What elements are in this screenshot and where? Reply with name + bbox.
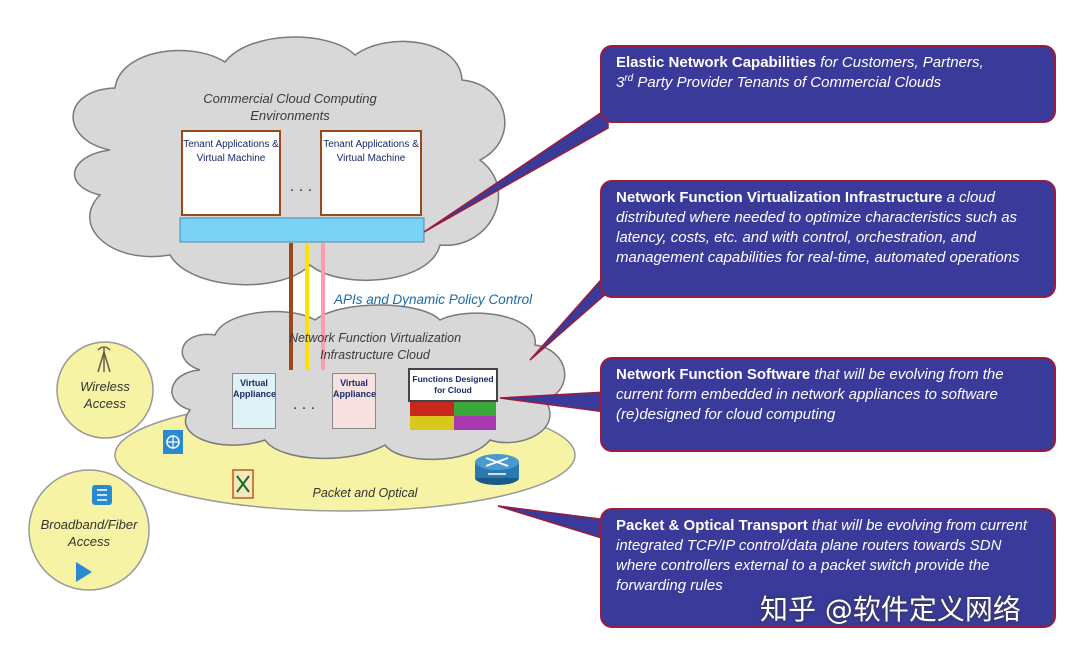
- appliance-ellipsis: . . .: [292, 396, 316, 413]
- commercial-cloud-label: Commercial Cloud Computing Environments: [203, 91, 377, 123]
- function-square-red-2: [432, 402, 454, 416]
- antenna-icon: [97, 346, 111, 373]
- packet-optical-label: Packet and Optical: [312, 486, 418, 500]
- callout-elastic-capabilities: Elastic Network Capabilities for Custome…: [600, 45, 1056, 123]
- broadband-icon: [92, 485, 112, 505]
- tenant-box-1: Tenant Applications & Virtual Machine: [181, 130, 281, 216]
- functions-designed-for-cloud: Functions Designed for Cloud: [408, 368, 498, 402]
- callout-transport-italic: that will be evolving from current integ…: [616, 517, 1027, 594]
- tenant-box-2-label: Tenant Applications & Virtual Machine: [323, 139, 419, 164]
- wireless-access-label: Wireless Access: [80, 379, 130, 411]
- virtual-appliance-2: Virtual Appliance: [332, 373, 376, 429]
- broadband-access-label: Broadband/Fiber Access: [40, 517, 138, 549]
- callout-nfvi-bold: Network Function Virtualization Infrastr…: [616, 189, 943, 206]
- api-label: APIs and Dynamic Policy Control: [334, 292, 533, 307]
- function-square-yellow-2: [432, 416, 454, 430]
- function-square-green-2: [476, 402, 496, 416]
- callout-transport-bold: Packet & Optical Transport: [616, 517, 808, 534]
- optical-crossconnect-icon: [232, 469, 254, 499]
- callout-packet-optical-transport: Packet & Optical Transport that will be …: [600, 508, 1056, 628]
- broadband-access-circle: [28, 469, 150, 591]
- wireless-access-circle: [56, 341, 154, 439]
- router-icon: [475, 454, 519, 485]
- callout-pointer-transport: [497, 505, 609, 542]
- virtual-appliance-1: Virtual Appliance: [232, 373, 276, 429]
- callout-network-function-software: Network Function Software that will be e…: [600, 357, 1056, 452]
- virtualization-bar: [179, 217, 425, 243]
- commercial-cloud-shape: [72, 36, 506, 286]
- virtual-appliance-2-label: Virtual Appliance: [333, 378, 377, 399]
- watermark: 知乎 @软件定义网络: [760, 593, 1021, 626]
- callout-pointer-nfvi: [529, 270, 609, 361]
- function-square-purple: [454, 416, 476, 430]
- arrow-icon: [76, 562, 92, 582]
- callout-nfvi-italic: a cloud distributed where needed to opti…: [616, 189, 1020, 266]
- function-square-green: [454, 402, 476, 416]
- tenant-box-2: Tenant Applications & Virtual Machine: [320, 130, 422, 216]
- callout-nfs-bold: Network Function Software: [616, 366, 811, 383]
- virtual-appliance-1-label: Virtual Appliance: [233, 378, 277, 399]
- callout-elastic-sup: rd: [624, 73, 634, 84]
- functions-designed-label: Functions Designed for Cloud: [412, 374, 494, 395]
- function-square-red: [410, 402, 432, 416]
- tenant-box-1-label: Tenant Applications & Virtual Machine: [183, 139, 279, 164]
- callout-elastic-italic-2: Party Provider Tenants of Commercial Clo…: [633, 74, 942, 91]
- callout-elastic-italic-1: for Customers, Partners,: [816, 54, 984, 71]
- callout-elastic-prefix: 3: [616, 74, 625, 91]
- tenant-ellipsis: . . .: [289, 178, 313, 195]
- nfv-cloud-label: Network Function Virtualization Infrastr…: [288, 331, 462, 362]
- switch-icon: [163, 430, 183, 454]
- callout-nfs-italic: that will be evolving from the current f…: [616, 366, 1004, 423]
- callout-nfvi: Network Function Virtualization Infrastr…: [600, 180, 1056, 298]
- callout-elastic-bold: Elastic Network Capabilities: [616, 54, 817, 71]
- function-square-yellow: [410, 416, 432, 430]
- function-square-purple-2: [476, 416, 496, 430]
